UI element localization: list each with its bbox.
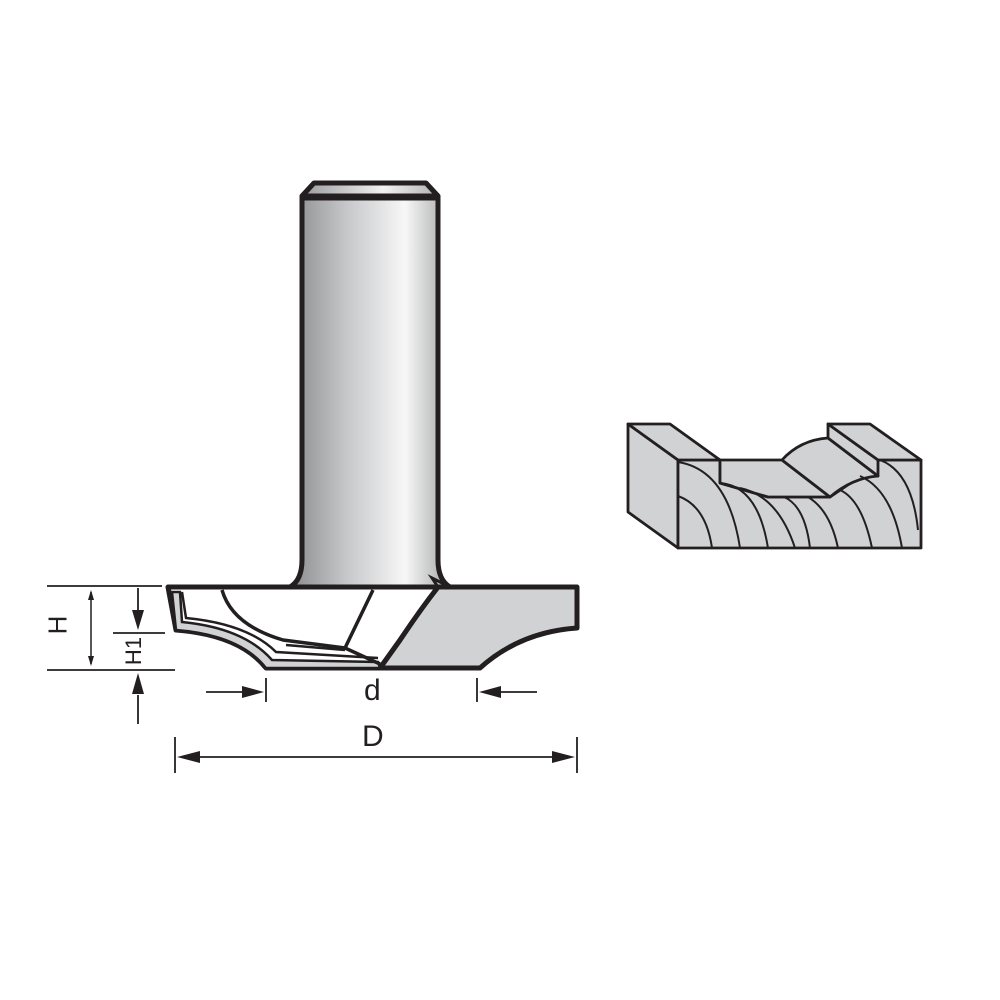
label-H1: H1 bbox=[121, 636, 147, 666]
label-d: d bbox=[364, 674, 381, 707]
dimension-H1 bbox=[113, 588, 165, 724]
shank bbox=[280, 180, 460, 590]
label-H: H bbox=[42, 615, 73, 635]
dimension-D bbox=[174, 737, 578, 773]
profile-sample bbox=[626, 422, 923, 550]
label-D: D bbox=[362, 720, 384, 753]
dimension-d bbox=[206, 678, 537, 702]
dimension-H bbox=[47, 585, 175, 671]
carbide-tip bbox=[165, 584, 441, 671]
